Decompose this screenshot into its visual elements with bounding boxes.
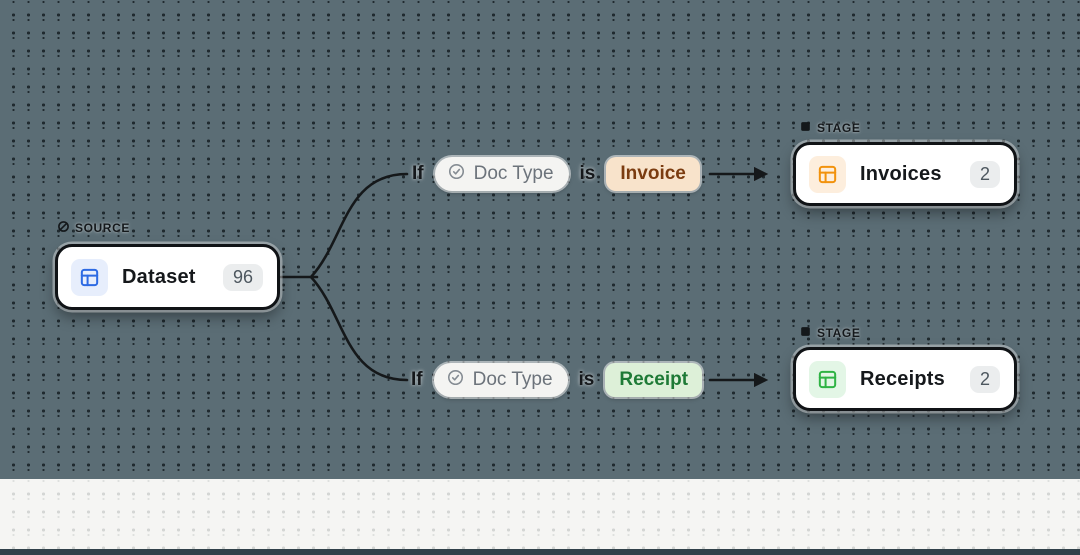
field-label: Doc Type [473,163,554,184]
field-pill-doc-type[interactable]: Doc Type [434,157,569,191]
stage-record-count: 2 [969,365,1000,393]
stage-type-label: STAGE [817,326,861,340]
value-label: Invoice [620,163,686,184]
stage-type-badge: STAGE [799,325,860,341]
stage-type-badge: STAGE [799,120,860,136]
table-icon [71,258,108,296]
table-icon [809,360,846,398]
stage-type-label: STAGE [817,121,861,135]
if-keyword: If [412,163,424,184]
wire-branch-top [309,172,409,279]
stage-node-receipts[interactable]: Receipts 2 [793,347,1017,411]
bottom-bar [0,549,1080,555]
source-type-label: SOURCE [75,221,130,235]
condition-row-invoice: If Doc Type is Invoice [412,157,700,191]
square-icon [799,325,812,341]
source-record-count: 96 [222,263,263,291]
stage-node-title: Invoices [860,162,942,185]
table-icon [809,155,846,193]
check-circle-icon [446,368,465,393]
source-node-title: Dataset [122,265,196,288]
is-keyword: is [579,163,596,184]
source-node-dataset[interactable]: Dataset 96 [55,244,280,310]
check-circle-icon [447,162,466,187]
field-label: Doc Type [472,369,553,390]
wire-branch-bottom [309,275,409,382]
source-type-badge: SOURCE [57,220,130,236]
stage-node-title: Receipts [860,367,945,390]
is-keyword: is [578,369,595,390]
value-label: Receipt [619,369,689,390]
stage-record-count: 2 [969,160,1000,188]
value-pill-receipt[interactable]: Receipt [605,363,703,397]
condition-row-receipt: If Doc Type is Receipt [411,363,703,397]
stage-node-invoices[interactable]: Invoices 2 [793,142,1017,206]
circle-slash-icon [57,220,70,236]
square-icon [799,120,812,136]
bottom-panel [0,479,1080,555]
field-pill-doc-type[interactable]: Doc Type [433,363,568,397]
if-keyword: If [411,369,423,390]
value-pill-invoice[interactable]: Invoice [606,157,700,191]
